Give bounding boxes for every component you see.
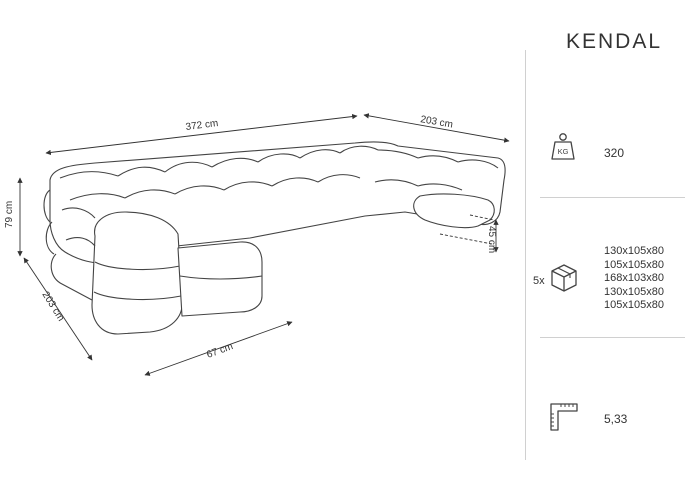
package-count: 5x xyxy=(533,275,545,287)
weight-value: 320 xyxy=(604,146,625,160)
divider-1 xyxy=(540,197,685,198)
dim-width-label: 372 cm xyxy=(185,118,219,133)
floor-area-icon xyxy=(549,402,579,437)
package-dim-item: 168x103x80 xyxy=(604,272,664,284)
package-dim-item: 130x105x80 xyxy=(604,285,664,298)
dimension-lines xyxy=(17,113,510,376)
sofa-illustration xyxy=(43,141,506,335)
dim-left-depth-label: 203 cm xyxy=(39,290,66,324)
dim-height-label: 79 cm xyxy=(4,201,15,228)
product-title: KENDAL xyxy=(566,30,663,53)
package-box-icon xyxy=(549,262,579,297)
package-dim-item: 105x105x80 xyxy=(604,299,664,311)
dim-inner-label: 67 cm xyxy=(205,341,234,361)
package-dim-item: 130x105x80 xyxy=(604,245,664,257)
svg-text:KG: KG xyxy=(558,147,569,156)
sofa-technical-drawing: 372 cm 203 cm 79 cm 203 cm 67 cm 45 cm xyxy=(4,113,510,376)
package-dimensions-list: 130x105x80 105x105x80 168x103x80 130x105… xyxy=(604,245,664,313)
package-dim-item: 105x105x80 xyxy=(604,258,664,271)
divider-2 xyxy=(540,337,685,338)
weight-kg-icon: KG xyxy=(551,132,575,165)
dim-seat-height-label: 45 cm xyxy=(486,226,497,253)
divider-vertical xyxy=(525,50,526,460)
area-value: 5,33 xyxy=(604,412,628,426)
